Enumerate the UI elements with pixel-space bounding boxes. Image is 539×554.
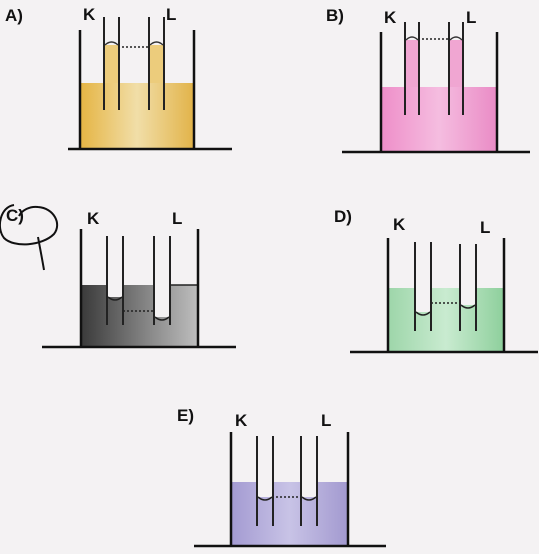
panel-c-tube-l-depression xyxy=(155,285,169,317)
panel-b-tubes xyxy=(404,22,464,115)
panel-b-liquid xyxy=(382,87,496,151)
panel-b: B) K L xyxy=(326,6,530,154)
panel-b-beaker xyxy=(342,32,530,154)
panel-e-tube-k-label: K xyxy=(235,411,248,430)
panel-a-tube-k-column xyxy=(105,45,118,83)
panel-b-tube-k-label: K xyxy=(384,8,397,27)
panel-c: C) K L xyxy=(0,204,236,349)
panel-e-meniscus xyxy=(257,496,317,501)
panel-b-label: B) xyxy=(326,6,344,25)
panel-a-meniscus xyxy=(104,41,164,46)
panel-e-beaker xyxy=(194,432,386,548)
panel-c-meniscus xyxy=(107,296,170,321)
panel-b-tube-k-column xyxy=(406,40,418,87)
panel-c-tube-k-depression xyxy=(108,285,122,297)
panel-b-tube-l-label: L xyxy=(466,8,476,27)
panel-a-liquid xyxy=(81,83,193,148)
panel-e-tube-k-depression xyxy=(258,482,272,497)
panel-a: A) K L xyxy=(5,5,232,151)
panel-a-tube-k-label: K xyxy=(83,5,96,24)
panel-e-liquid xyxy=(232,482,347,545)
panel-d-tube-l-depression xyxy=(461,288,475,305)
panel-b-tube-l-column xyxy=(450,40,462,87)
panel-d-label: D) xyxy=(334,207,352,226)
panel-c-liquid xyxy=(82,285,197,347)
panel-d-liquid xyxy=(389,288,503,352)
panel-a-label: A) xyxy=(5,6,23,25)
panel-e: E) K L xyxy=(177,406,386,548)
panel-c-circle-mark xyxy=(0,204,59,271)
panel-c-label: C) xyxy=(6,206,24,225)
panel-d: D) K L xyxy=(334,207,538,354)
panel-e-tubes xyxy=(256,436,318,526)
panel-a-tubes xyxy=(103,17,165,110)
panel-d-tube-k-label: K xyxy=(393,215,406,234)
panel-e-label: E) xyxy=(177,406,194,425)
panel-e-tube-l-label: L xyxy=(321,411,331,430)
panel-a-beaker xyxy=(68,30,232,151)
panel-e-tube-l-depression xyxy=(302,482,316,497)
panel-b-meniscus xyxy=(405,36,463,41)
panel-d-tubes xyxy=(414,242,477,331)
panel-d-beaker xyxy=(350,238,538,354)
panel-a-tube-l-label: L xyxy=(166,5,176,24)
panel-c-tubes xyxy=(106,236,171,325)
panel-c-beaker xyxy=(42,229,236,349)
panel-c-tube-k-label: K xyxy=(87,209,100,228)
panel-d-meniscus xyxy=(415,304,476,316)
panel-d-tube-k-depression xyxy=(416,288,430,312)
panel-a-tube-l-column xyxy=(150,45,163,83)
panel-d-tube-l-label: L xyxy=(480,218,490,237)
panel-c-tube-l-label: L xyxy=(172,209,182,228)
